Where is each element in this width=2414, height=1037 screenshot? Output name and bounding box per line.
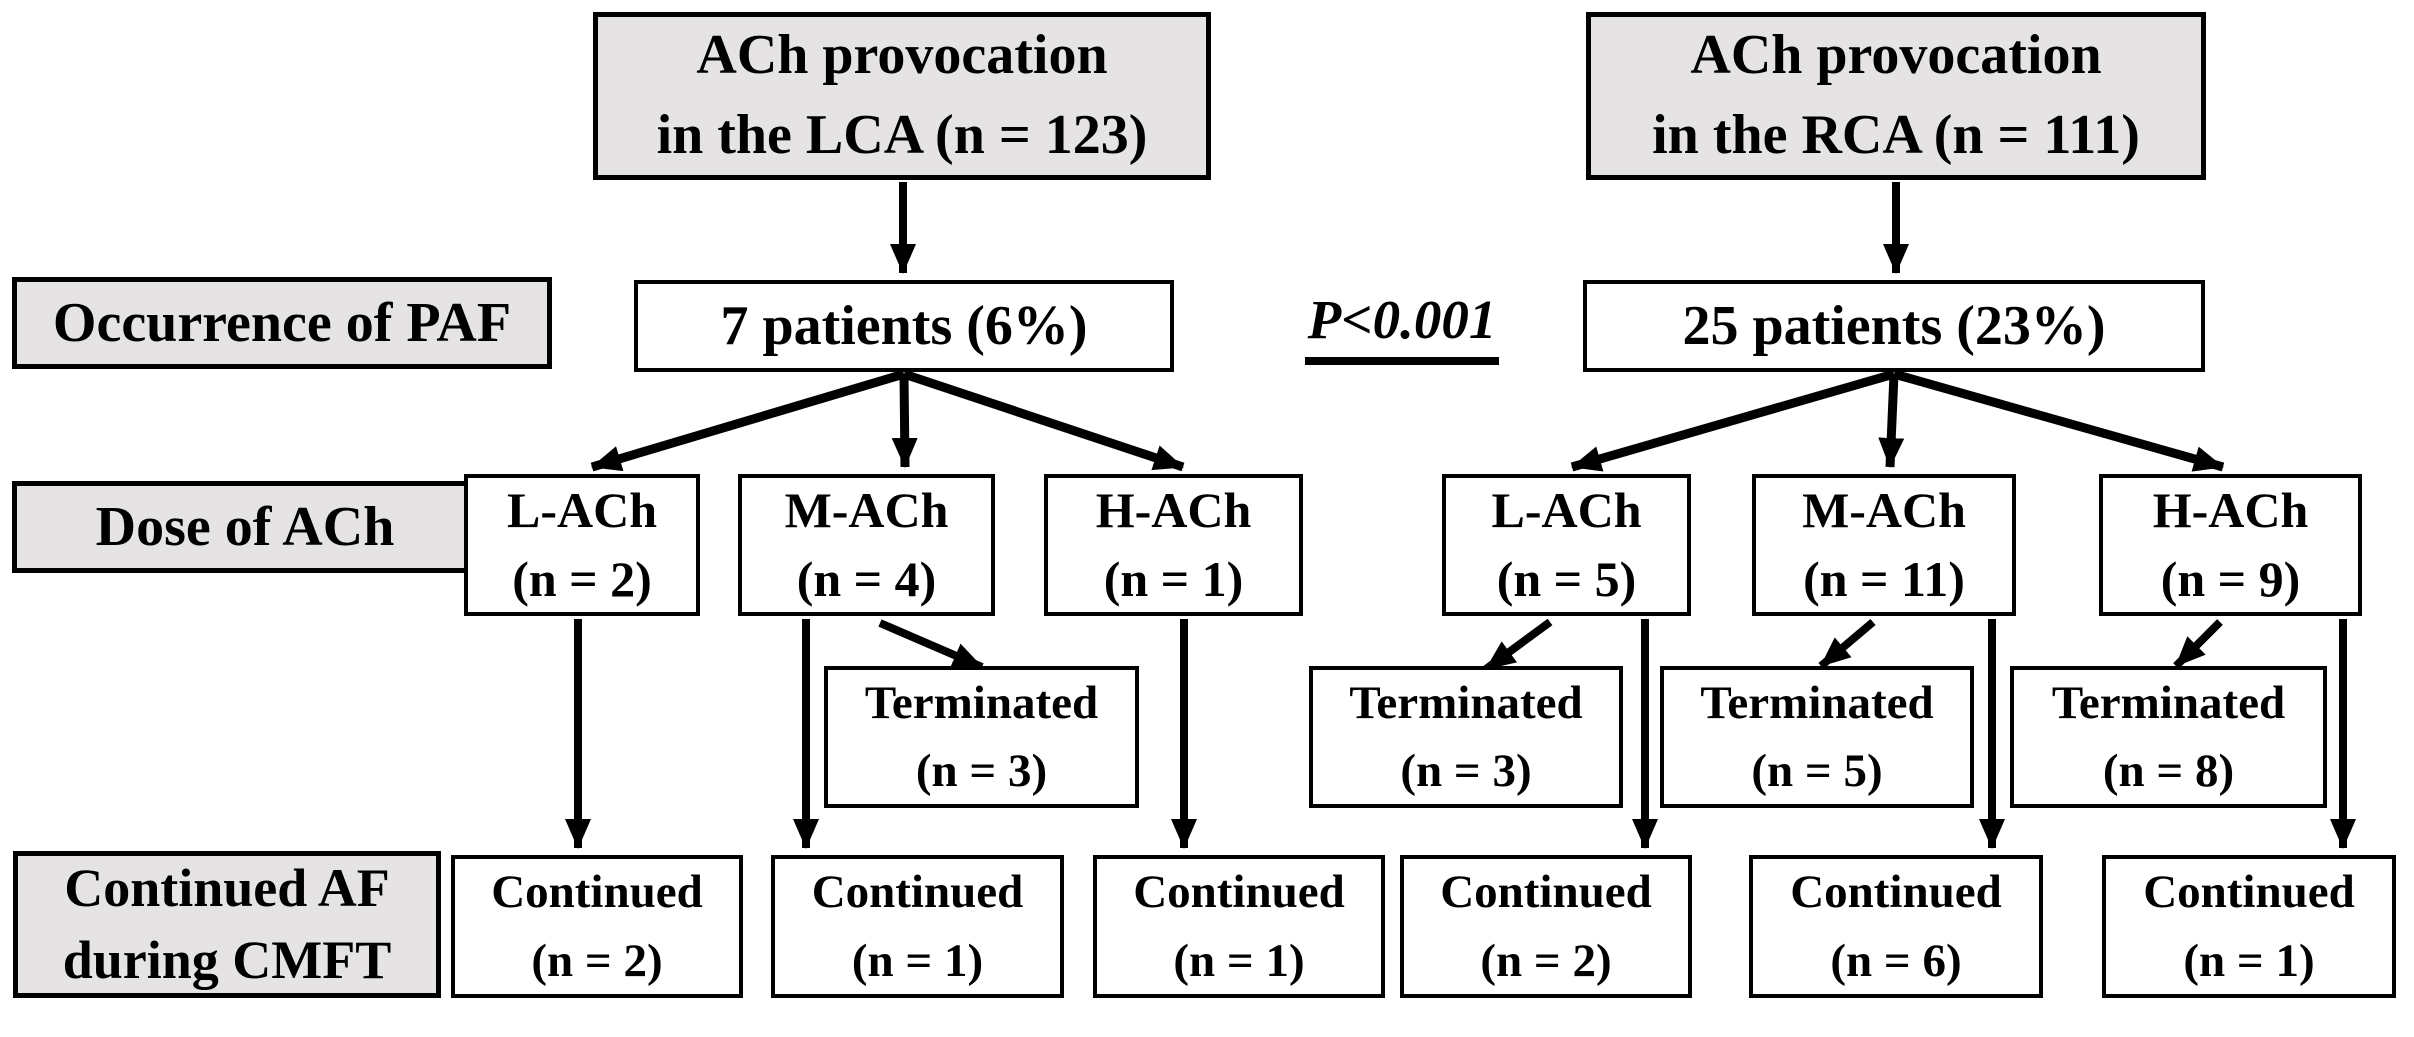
lca-root-box: ACh provocation in the LCA (n = 123) bbox=[593, 12, 1211, 180]
rca-continued-l-box: Continued (n = 2) bbox=[1400, 855, 1692, 998]
arrow-rca-hach-to-terminated bbox=[2173, 619, 2223, 669]
rca-continued-m-box: Continued (n = 6) bbox=[1749, 855, 2043, 998]
lca-continued-l-n: (n = 2) bbox=[531, 934, 663, 987]
row-label-occurrence: Occurrence of PAF bbox=[12, 277, 552, 369]
rca-continued-h-label: Continued bbox=[2143, 866, 2355, 919]
rca-dose-m-label: M-ACh bbox=[1802, 482, 1966, 538]
rca-dose-m-box: M-ACh (n = 11) bbox=[1752, 474, 2016, 616]
arrow-rca-paf-to-mach bbox=[1878, 373, 1905, 468]
row-label-occurrence-text: Occurrence of PAF bbox=[52, 291, 512, 354]
arrow-lca-paf-to-hach bbox=[902, 369, 1185, 472]
lca-terminated-m-n: (n = 3) bbox=[915, 745, 1048, 797]
lca-dose-h-box: H-ACh (n = 1) bbox=[1044, 474, 1303, 616]
lca-continued-l-label: Continued bbox=[491, 866, 703, 919]
rca-dose-h-label: H-ACh bbox=[2152, 482, 2309, 538]
lca-dose-h-n: (n = 1) bbox=[1103, 551, 1244, 607]
rca-continued-l-label: Continued bbox=[1440, 866, 1652, 919]
rca-root-line1: ACh provocation bbox=[1690, 24, 2102, 87]
rca-continued-m-n: (n = 6) bbox=[1830, 934, 1962, 987]
rca-dose-l-n: (n = 5) bbox=[1496, 551, 1637, 607]
rca-terminated-m-n: (n = 5) bbox=[1751, 745, 1883, 797]
arrow-rca-paf-to-hach bbox=[1892, 369, 2225, 472]
rca-dose-h-n: (n = 9) bbox=[2160, 551, 2301, 607]
rca-terminated-l-box: Terminated (n = 3) bbox=[1309, 666, 1623, 808]
lca-terminated-m-label: Terminated bbox=[864, 676, 1099, 729]
arrow-rca-lach-to-terminated bbox=[1483, 618, 1553, 673]
rca-terminated-m-label: Terminated bbox=[1700, 676, 1934, 729]
lca-continued-m-n: (n = 1) bbox=[851, 934, 984, 987]
rca-terminated-h-n: (n = 8) bbox=[2102, 745, 2235, 797]
rca-continued-m-label: Continued bbox=[1790, 866, 2002, 919]
row-label-dose-text: Dose of ACh bbox=[95, 495, 395, 558]
lca-paf-box: 7 patients (6%) bbox=[634, 280, 1174, 372]
lca-dose-h-label: H-ACh bbox=[1095, 482, 1252, 538]
rca-terminated-h-box: Terminated (n = 8) bbox=[2010, 666, 2327, 808]
rca-dose-l-box: L-ACh (n = 5) bbox=[1442, 474, 1691, 616]
lca-dose-l-box: L-ACh (n = 2) bbox=[464, 474, 700, 616]
rca-continued-h-n: (n = 1) bbox=[2183, 934, 2315, 987]
rca-dose-h-box: H-ACh (n = 9) bbox=[2099, 474, 2362, 616]
lca-dose-l-label: L-ACh bbox=[506, 482, 658, 538]
row-label-continued: Continued AF during CMFT bbox=[13, 851, 441, 998]
p-value: P<0.001 bbox=[1304, 288, 1500, 365]
lca-continued-l-box: Continued (n = 2) bbox=[451, 855, 743, 998]
rca-root-box: ACh provocation in the RCA (n = 111) bbox=[1586, 12, 2206, 180]
lca-paf-text: 7 patients (6%) bbox=[720, 294, 1088, 357]
rca-terminated-m-box: Terminated (n = 5) bbox=[1660, 666, 1974, 808]
rca-dose-l-label: L-ACh bbox=[1491, 482, 1642, 538]
row-label-continued-line1: Continued AF bbox=[64, 857, 390, 918]
lca-continued-m-box: Continued (n = 1) bbox=[771, 855, 1064, 998]
row-label-continued-line2: during CMFT bbox=[62, 929, 392, 990]
arrow-lca-paf-to-mach bbox=[891, 373, 918, 468]
p-value-container: P<0.001 bbox=[1272, 288, 1532, 365]
lca-dose-m-label: M-ACh bbox=[784, 482, 949, 538]
lca-root-line2: in the LCA (n = 123) bbox=[656, 104, 1148, 166]
arrow-rca-mach-to-terminated bbox=[1818, 618, 1876, 670]
rca-continued-h-box: Continued (n = 1) bbox=[2102, 855, 2396, 998]
lca-dose-l-n: (n = 2) bbox=[512, 551, 652, 607]
rca-paf-text: 25 patients (23%) bbox=[1682, 294, 2106, 357]
lca-continued-h-n: (n = 1) bbox=[1173, 934, 1305, 987]
arrow-lca-mach-to-terminated bbox=[878, 619, 984, 671]
lca-root-line1: ACh provocation bbox=[696, 24, 1108, 87]
rca-dose-m-n: (n = 11) bbox=[1803, 551, 1965, 607]
rca-continued-l-n: (n = 2) bbox=[1480, 934, 1612, 987]
rca-terminated-h-label: Terminated bbox=[2051, 676, 2286, 729]
arrow-rca-paf-to-lach bbox=[1570, 369, 1896, 472]
rca-paf-box: 25 patients (23%) bbox=[1583, 280, 2205, 372]
rca-terminated-l-n: (n = 3) bbox=[1400, 745, 1532, 797]
lca-dose-m-box: M-ACh (n = 4) bbox=[738, 474, 995, 616]
lca-continued-h-label: Continued bbox=[1133, 866, 1345, 919]
lca-continued-m-label: Continued bbox=[811, 866, 1024, 919]
row-label-dose: Dose of ACh bbox=[12, 481, 478, 573]
lca-continued-h-box: Continued (n = 1) bbox=[1093, 855, 1385, 998]
lca-dose-m-n: (n = 4) bbox=[796, 551, 937, 607]
lca-terminated-m-box: Terminated (n = 3) bbox=[824, 666, 1139, 808]
rca-terminated-l-label: Terminated bbox=[1349, 676, 1583, 729]
arrow-lca-paf-to-lach bbox=[590, 369, 906, 472]
rca-root-line2: in the RCA (n = 111) bbox=[1652, 104, 2140, 166]
